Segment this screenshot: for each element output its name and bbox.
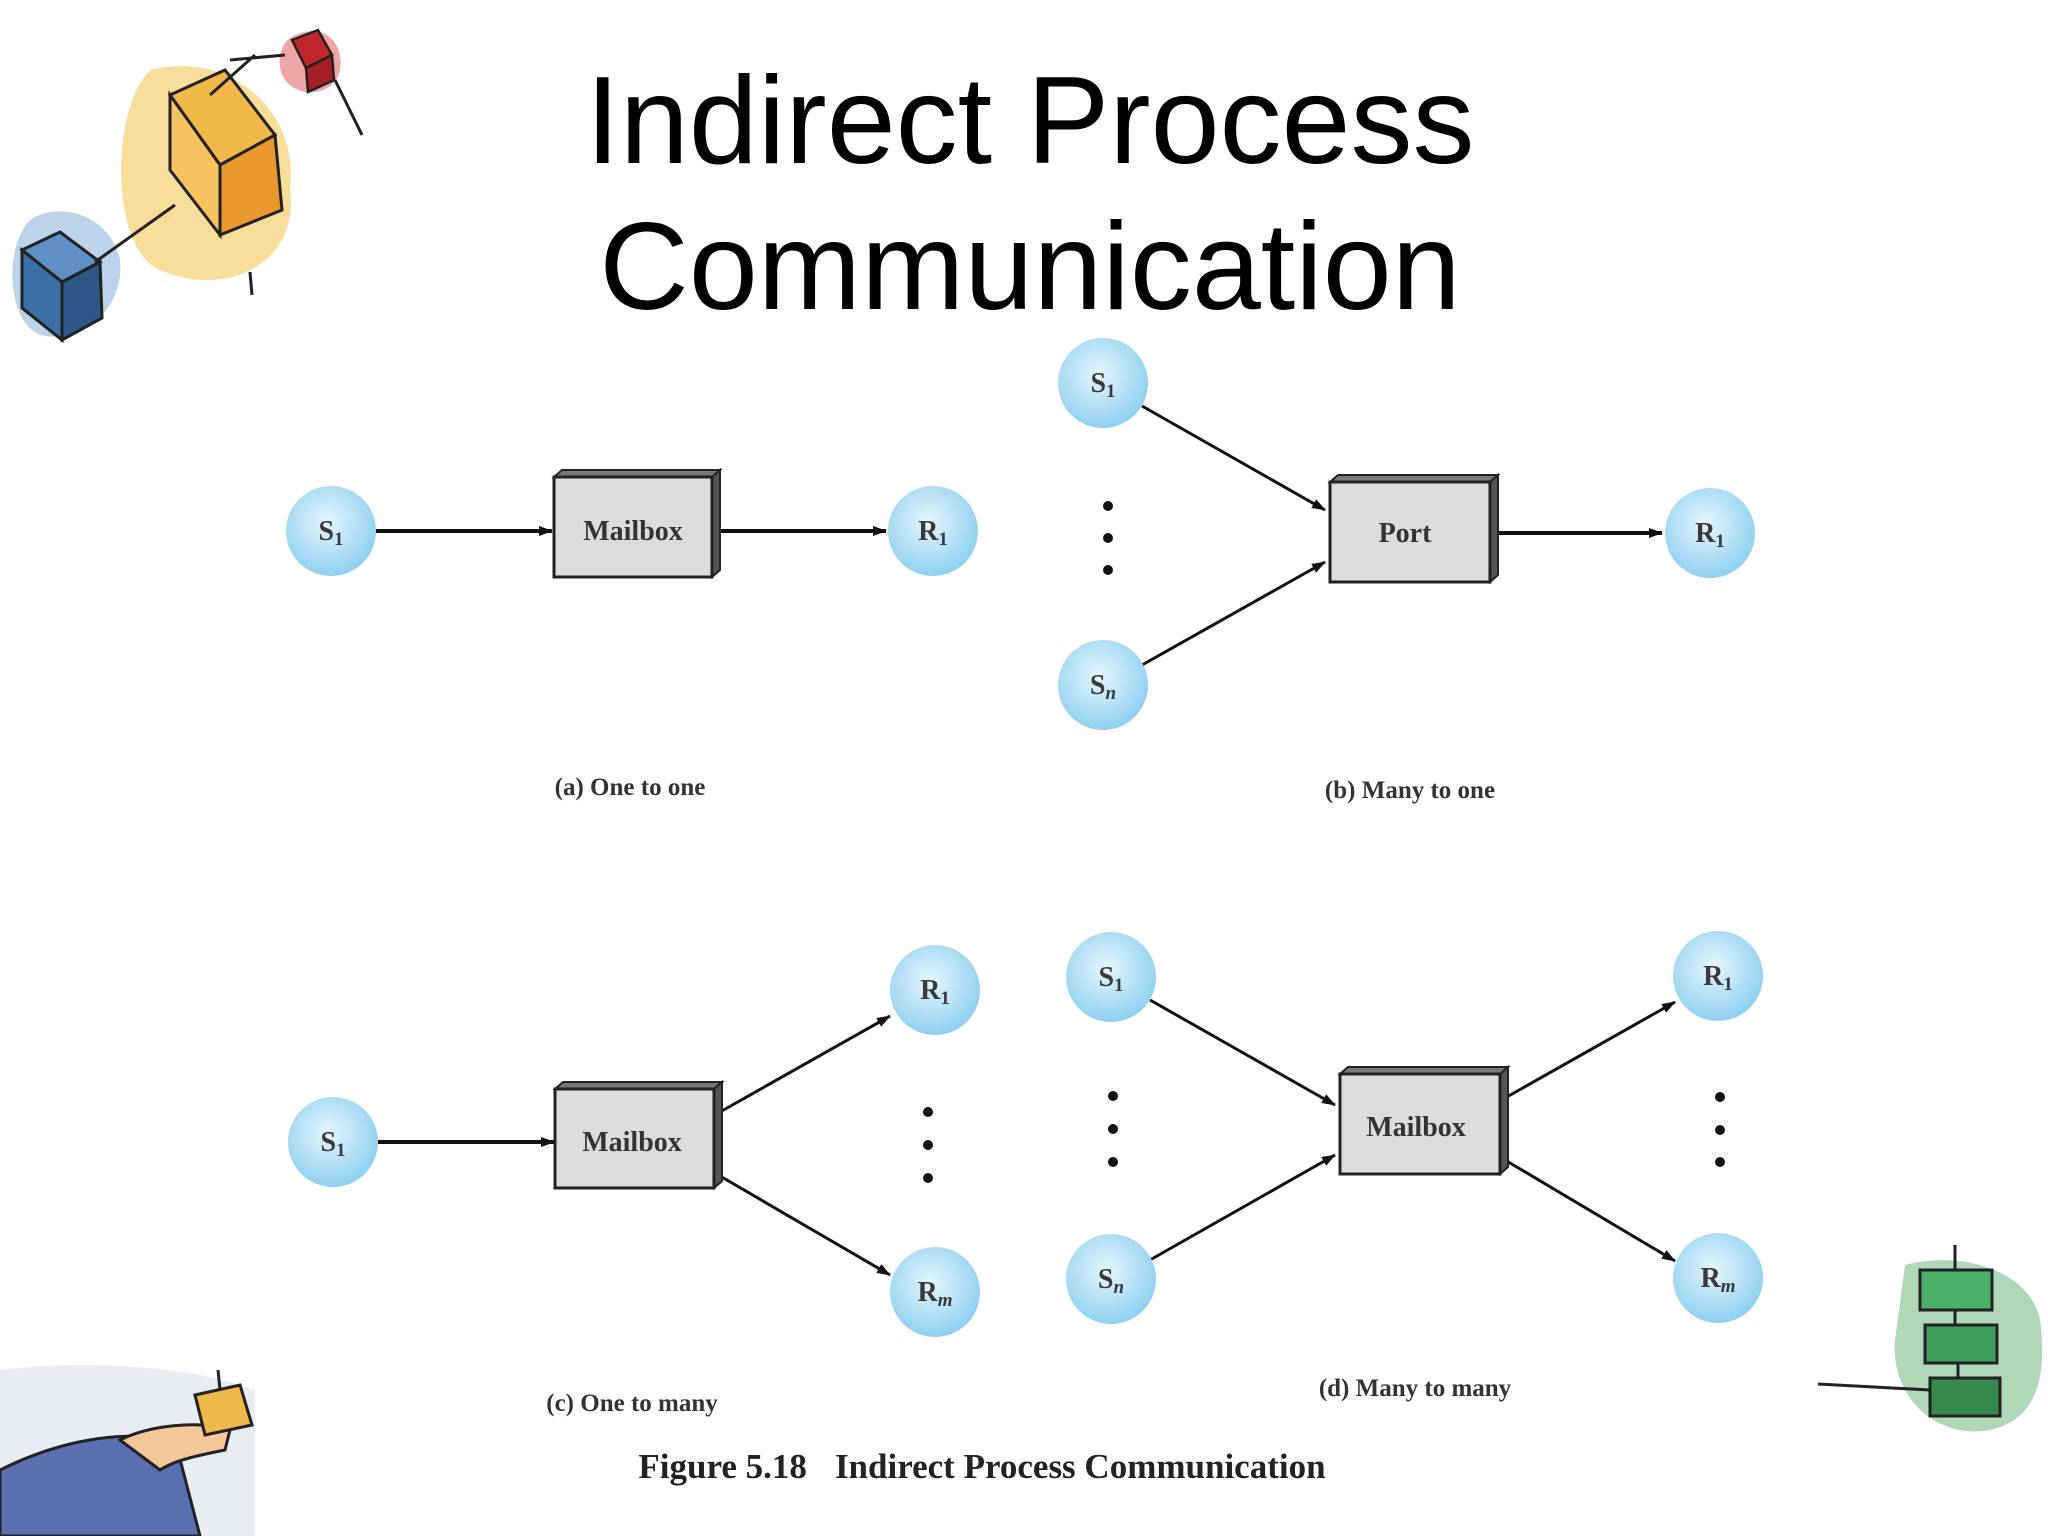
slide-title: Indirect Process Communication bbox=[585, 52, 1475, 336]
sender-subscript: 1 bbox=[336, 1140, 346, 1161]
figure-caption: Figure 5.18 Indirect Process Communicatio… bbox=[638, 1447, 1325, 1486]
sender-node-first: S1 bbox=[1058, 338, 1148, 428]
sender-node-last: Sn bbox=[1058, 640, 1148, 730]
arrow bbox=[1149, 998, 1336, 1107]
ellipsis-dots bbox=[1108, 1091, 1118, 1167]
sender-subscript: 1 bbox=[1106, 381, 1116, 402]
svg-text:S1: S1 bbox=[320, 1127, 345, 1161]
receiver-subscript: m bbox=[1721, 1276, 1736, 1297]
panel-caption: (d) Many to many bbox=[1319, 1375, 1512, 1402]
sender-letter: S bbox=[1098, 1264, 1114, 1295]
sender-node-first: S1 bbox=[1066, 932, 1156, 1022]
sender-letter: S bbox=[1090, 670, 1106, 701]
receiver-letter: R bbox=[1700, 1263, 1721, 1294]
receiver-subscript: 1 bbox=[1715, 531, 1725, 552]
mailbox-box: Mailbox bbox=[552, 1079, 725, 1191]
arrow bbox=[719, 1174, 891, 1277]
receiver-letter: R bbox=[1703, 961, 1724, 992]
receiver-node-first: R1 bbox=[890, 945, 980, 1035]
receiver-node: R1 bbox=[1665, 488, 1755, 578]
svg-text:Sn: Sn bbox=[1098, 1264, 1124, 1298]
sender-letter: S bbox=[320, 1127, 336, 1158]
sender-subscript: 1 bbox=[334, 529, 344, 550]
receiver-node-last: Rm bbox=[890, 1247, 980, 1337]
svg-text:Sn: Sn bbox=[1090, 670, 1116, 704]
mailbox-label: Mailbox bbox=[1366, 1112, 1466, 1143]
receiver-letter: R bbox=[1695, 518, 1716, 549]
mailbox-box: Mailbox bbox=[551, 467, 723, 580]
panel-caption: (b) Many to one bbox=[1325, 777, 1495, 804]
receiver-node-first: R1 bbox=[1673, 931, 1763, 1021]
receiver-node: R1 bbox=[888, 486, 978, 576]
svg-text:S1: S1 bbox=[1090, 368, 1115, 402]
figure-caption-text: Indirect Process Communication bbox=[835, 1447, 1326, 1486]
port-label: Port bbox=[1379, 518, 1433, 549]
arrow bbox=[719, 1014, 891, 1114]
decorative-cubes-illustration bbox=[12, 28, 364, 344]
svg-text:Rm: Rm bbox=[1700, 1263, 1735, 1297]
svg-text:S1: S1 bbox=[318, 516, 343, 550]
svg-text:R1: R1 bbox=[920, 975, 950, 1009]
sender-letter: S bbox=[318, 516, 334, 547]
mailbox-box: Mailbox bbox=[1337, 1064, 1511, 1177]
arrow bbox=[1141, 404, 1326, 512]
arrow bbox=[1141, 560, 1326, 667]
panel-one-to-one: Mailbox S1 R1 (a) One to one bbox=[286, 467, 978, 801]
sender-node-last: Sn bbox=[1066, 1234, 1156, 1324]
receiver-node-last: Rm bbox=[1673, 1233, 1763, 1323]
sender-subscript: n bbox=[1114, 1277, 1125, 1298]
svg-text:R1: R1 bbox=[1703, 961, 1733, 995]
receiver-letter: R bbox=[920, 975, 941, 1006]
panel-caption: (c) One to many bbox=[546, 1390, 718, 1417]
ellipsis-dots bbox=[1103, 501, 1113, 575]
ellipsis-dots bbox=[1715, 1092, 1725, 1167]
receiver-subscript: 1 bbox=[1723, 974, 1733, 995]
sender-node: S1 bbox=[286, 486, 376, 576]
decorative-hand-illustration bbox=[0, 1365, 255, 1536]
arrow bbox=[1149, 1153, 1336, 1262]
sender-subscript: n bbox=[1106, 683, 1117, 704]
receiver-subscript: 1 bbox=[940, 988, 950, 1009]
receiver-letter: R bbox=[917, 1277, 938, 1308]
receiver-letter: R bbox=[918, 516, 939, 547]
svg-text:Rm: Rm bbox=[917, 1277, 952, 1311]
arrow bbox=[1504, 1158, 1676, 1263]
figure-number: Figure 5.18 bbox=[638, 1447, 807, 1486]
mailbox-label: Mailbox bbox=[582, 1127, 682, 1158]
mailbox-label: Mailbox bbox=[583, 516, 683, 547]
svg-text:S1: S1 bbox=[1098, 962, 1123, 996]
ellipsis-dots bbox=[923, 1107, 933, 1183]
arrow bbox=[1504, 1000, 1676, 1100]
receiver-subscript: 1 bbox=[938, 529, 948, 550]
panel-many-to-many: Mailbox S1 Sn R1 Rm (d) Many to many bbox=[1066, 931, 1763, 1402]
sender-letter: S bbox=[1098, 962, 1114, 993]
sender-letter: S bbox=[1090, 368, 1106, 399]
decorative-stack-illustration bbox=[1817, 1245, 2043, 1432]
sender-subscript: 1 bbox=[1114, 975, 1124, 996]
receiver-subscript: m bbox=[938, 1290, 953, 1311]
panel-caption: (a) One to one bbox=[555, 774, 706, 801]
panel-one-to-many: Mailbox S1 R1 Rm (c) One to many bbox=[288, 945, 980, 1417]
port-box: Port bbox=[1327, 472, 1501, 585]
sender-node: S1 bbox=[288, 1097, 378, 1187]
panel-many-to-one: Port S1 Sn R1 (b) Many to one bbox=[1058, 338, 1755, 804]
svg-text:R1: R1 bbox=[1695, 518, 1725, 552]
svg-text:R1: R1 bbox=[918, 516, 948, 550]
